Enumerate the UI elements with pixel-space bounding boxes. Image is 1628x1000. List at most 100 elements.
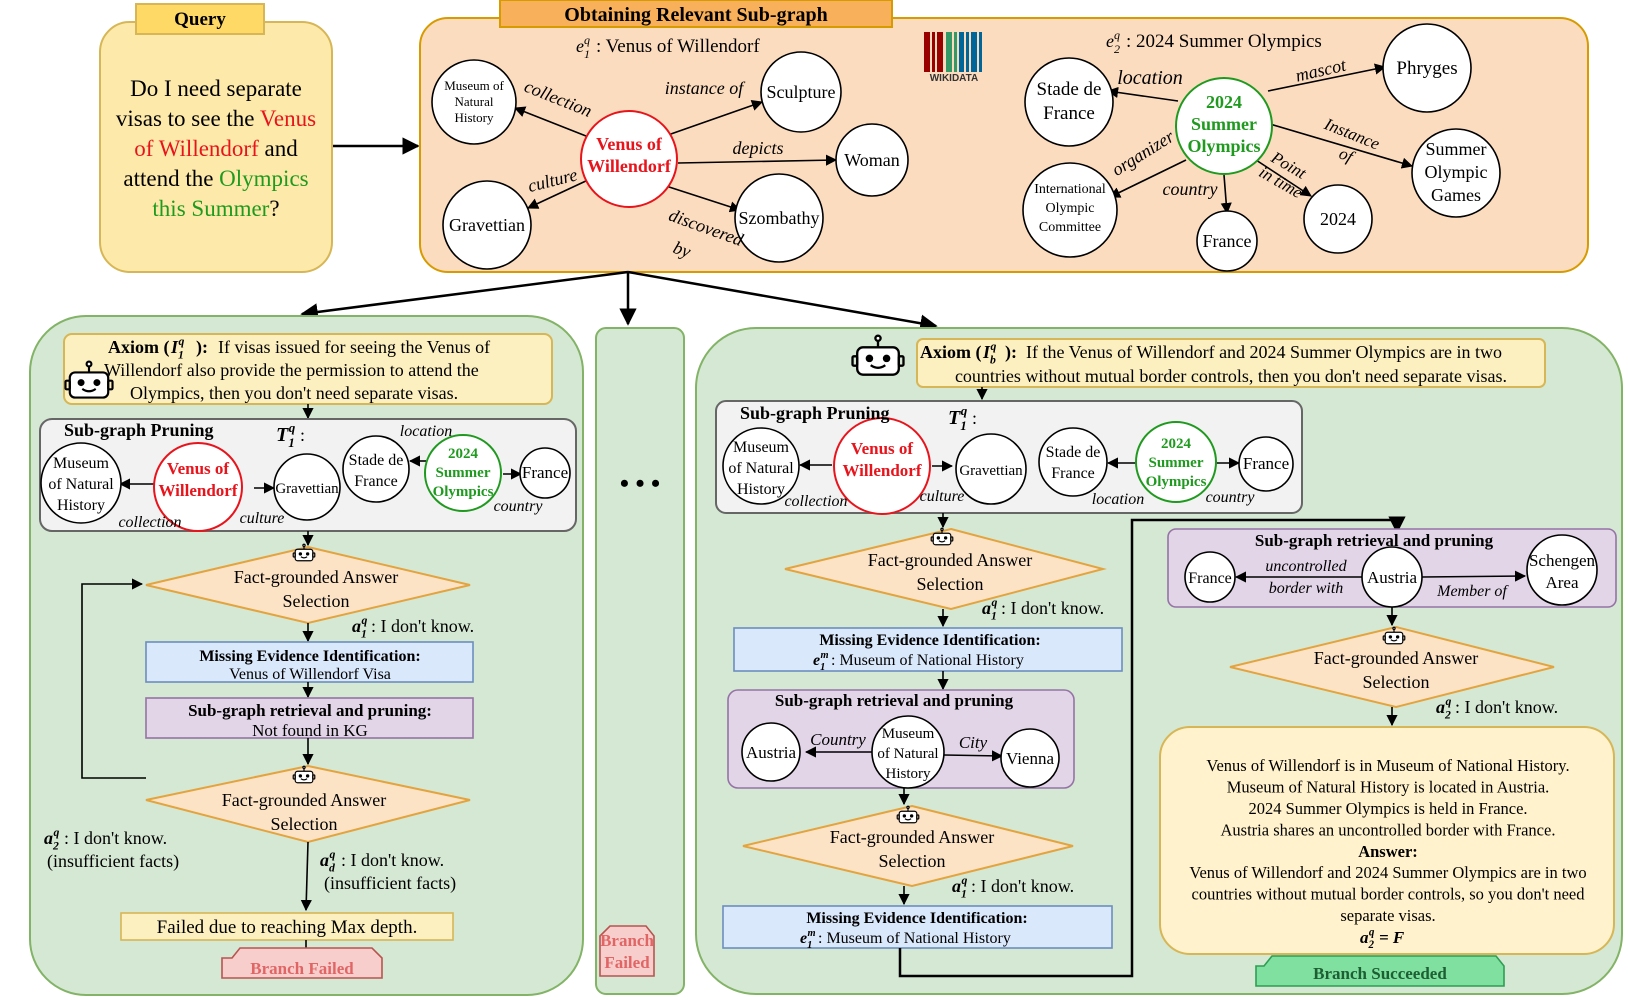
node-venus-of-willendorf — [580, 110, 678, 208]
query-tab — [135, 3, 265, 35]
node-woman-label: Woman — [844, 150, 900, 170]
right-retr1-title: Sub-graph retrieval and pruning — [775, 691, 1014, 710]
left-missing-value: Venus of Willendorf Visa — [229, 666, 391, 683]
right-connector-arrow — [898, 516, 1406, 978]
retr2-edge-border: border with — [1269, 580, 1344, 597]
left-axiom-text: Axiom (I1q):If visas issued for seeing t… — [104, 335, 490, 403]
retr2-edge-border: uncontrolled — [1265, 558, 1347, 575]
retr2-node-schengen — [1526, 534, 1598, 606]
retr1-node-museum — [871, 715, 945, 789]
middle-status-line1: Branch — [600, 931, 654, 950]
right-edge-culture: culture — [920, 488, 965, 505]
node-olympics-label: 2024 — [1206, 92, 1242, 112]
right-missing-box-2 — [722, 905, 1113, 949]
right-fact3-label: Fact-grounded Answer — [1314, 648, 1478, 668]
robot-icon — [64, 360, 114, 399]
left-gravettian-label: Gravettian — [275, 481, 339, 497]
left-axiom-line1: If visas issued for seeing the Venus of — [218, 337, 490, 357]
robot-icons — [64, 334, 1406, 824]
retr2-austria-label: Austria — [1367, 568, 1418, 587]
retr1-museum-label: of Natural — [877, 746, 938, 762]
node-museum-label: Museum of — [444, 78, 504, 93]
retr1-node-austria — [741, 722, 801, 782]
node-ioc-label: Olympic — [1046, 201, 1095, 216]
retr2-france-label: France — [1188, 570, 1232, 587]
right-missing2-value: : Museum of National History — [818, 930, 1011, 947]
right-museum-label: of Natural — [728, 460, 794, 477]
left-venus-label: Willendorf — [158, 481, 237, 500]
node-gravettian — [442, 180, 532, 270]
right-stade-label: France — [1051, 465, 1095, 482]
node-gravettian-label: Gravettian — [449, 215, 525, 235]
node-2024-summer-olympics — [1175, 77, 1273, 175]
answer-line: Venus of Willendorf is in Museum of Nati… — [1206, 756, 1569, 775]
right-fact-diamond-2 — [742, 804, 1074, 888]
node-france-label: France — [1203, 231, 1252, 251]
right-a2-symbol: a2q — [1436, 695, 1451, 722]
node-olympics-label: Olympics — [1187, 136, 1260, 156]
right-a1b-text: : I don't know. — [971, 876, 1074, 896]
retr2-schengen-label: Area — [1545, 573, 1578, 592]
right-fact-diamond-1 — [784, 527, 1107, 611]
right-a1b-symbol: a1q — [952, 874, 967, 901]
left-edge-culture: culture — [240, 510, 285, 527]
edge-discovered-by-2: by — [671, 237, 694, 262]
left-museum-label: History — [57, 497, 105, 514]
svg-text:WIKIDATA: WIKIDATA — [930, 73, 979, 84]
left-a1-symbol: a1q — [352, 614, 367, 641]
left-status-tab — [221, 947, 383, 979]
left-ad-note: (insufficient facts) — [324, 873, 456, 894]
right-node-france — [1238, 436, 1294, 492]
node-summer-olympic-games — [1411, 128, 1501, 218]
left-node-france — [519, 447, 571, 499]
left-fact2-label: Fact-grounded Answer — [222, 790, 386, 810]
node-ioc — [1022, 162, 1118, 258]
right-gravettian-label: Gravettian — [959, 463, 1023, 479]
right-a1-symbol: a1q — [982, 596, 997, 623]
node-sculpture-label: Sculpture — [767, 82, 836, 102]
left-node-stade — [342, 435, 410, 503]
retr1-austria-label: Austria — [746, 743, 797, 762]
right-museum-label: History — [737, 481, 785, 498]
right-edge-location: location — [1092, 491, 1144, 508]
left-france-label: France — [522, 463, 568, 482]
node-szombathy — [734, 173, 824, 263]
retr1-vienna-label: Vienna — [1006, 749, 1055, 768]
left-museum-label: Museum — [53, 455, 110, 472]
edge-depicts: depicts — [733, 138, 784, 158]
right-node-olympics — [1135, 421, 1217, 503]
node-stade-de-france — [1024, 57, 1114, 147]
right-retr2-title: Sub-graph retrieval and pruning — [1255, 531, 1494, 550]
robot-icon — [292, 765, 316, 784]
right-fact2-label: Selection — [879, 851, 946, 871]
edge-country: country — [1163, 179, 1218, 199]
right-edge-country: country — [1206, 489, 1256, 506]
left-axiom-line2: Willendorf also provide the permission t… — [104, 360, 479, 380]
right-venus-label: Willendorf — [842, 461, 921, 480]
left-retrieval-box — [145, 697, 474, 739]
middle-status-line2: Failed — [604, 953, 650, 972]
left-edge-location: location — [400, 423, 452, 440]
node-ioc-label: International — [1034, 182, 1106, 197]
node-2024-label: 2024 — [1320, 209, 1356, 229]
right-fact-diamond-3 — [1229, 625, 1555, 709]
left-retrieval-title: Sub-graph retrieval and pruning: — [188, 701, 432, 720]
right-tau-colon: : — [972, 408, 977, 428]
left-olympics-label: Summer — [436, 465, 491, 481]
answer-text: countries without mutual border controls… — [1192, 885, 1586, 904]
query-line: Do I need separate — [130, 76, 302, 101]
left-axiom-bold: Axiom ( — [108, 337, 170, 358]
right-node-stade — [1038, 427, 1108, 497]
answer-text: Venus of Willendorf and 2024 Summer Olym… — [1189, 863, 1586, 882]
robot-icon — [1382, 626, 1406, 645]
left-a2-text: : I don't know. — [64, 828, 167, 848]
answer-line: Austria shares an uncontrolled border wi… — [1221, 821, 1556, 840]
node-szombathy-label: Szombathy — [739, 208, 820, 228]
right-museum-label: Museum — [733, 439, 790, 456]
right-edge-collection: collection — [784, 493, 847, 510]
answer-text: separate visas. — [1340, 906, 1435, 925]
left-a1-text: : I don't know. — [371, 616, 474, 636]
